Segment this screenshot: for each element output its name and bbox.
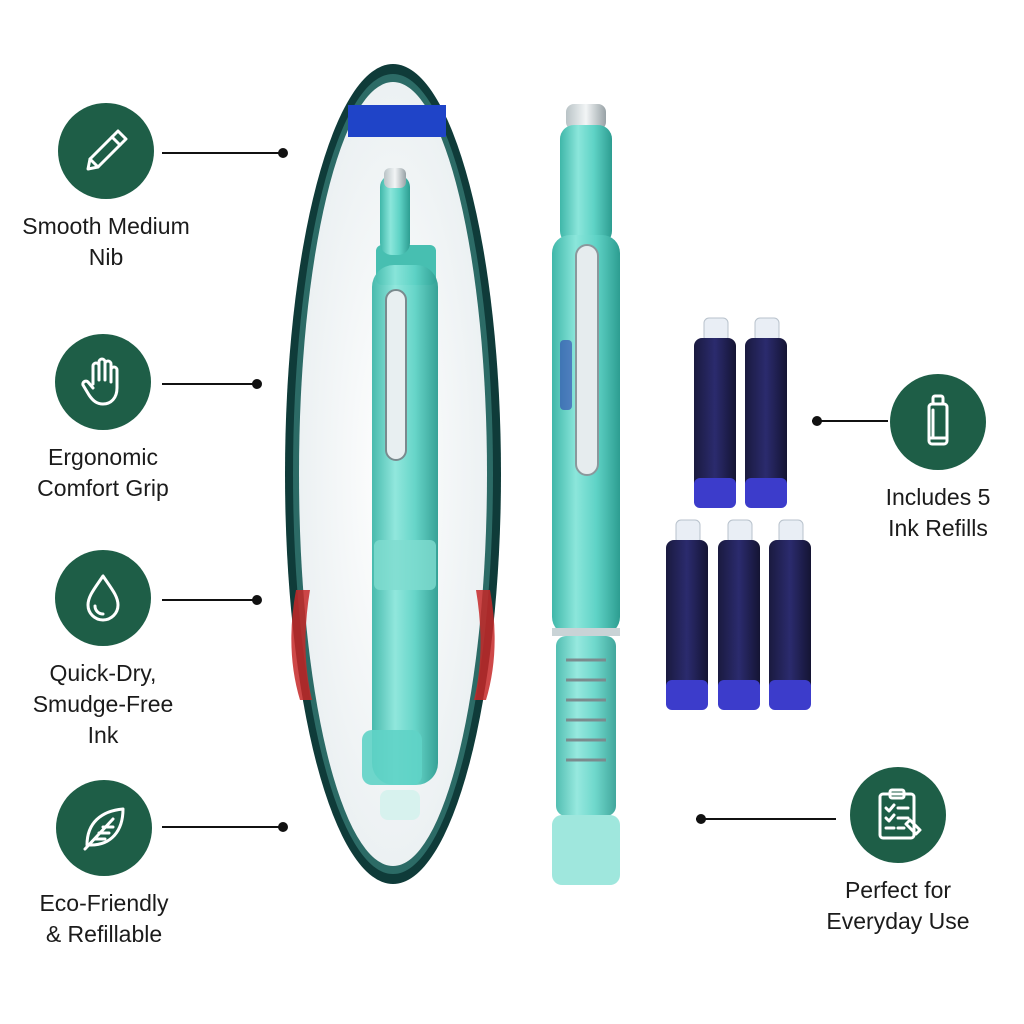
leaf-icon	[56, 780, 152, 876]
feature-quick-dry: Quick-Dry, Smudge-Free Ink	[3, 550, 203, 751]
feature-label: Ergonomic Comfort Grip	[37, 444, 169, 501]
drop-icon	[55, 550, 151, 646]
connector-line	[162, 595, 262, 605]
connector-line	[162, 822, 288, 832]
clipboard-icon	[850, 767, 946, 863]
feature-label: Smooth Medium Nib	[22, 213, 190, 270]
pen-icon	[58, 103, 154, 199]
pen-package	[285, 64, 501, 884]
connector-line	[162, 148, 288, 158]
feature-label: Quick-Dry, Smudge-Free Ink	[32, 660, 174, 748]
feature-smooth-nib: Smooth Medium Nib	[6, 103, 206, 273]
feature-eco-friendly: Eco-Friendly & Refillable	[4, 780, 204, 950]
fountain-pen	[552, 104, 620, 885]
feature-label: Includes 5 Ink Refills	[885, 484, 991, 541]
ink-cartridges	[666, 317, 811, 710]
feature-ink-refills: Includes 5 Ink Refills	[838, 374, 1024, 544]
connector-line	[696, 814, 836, 824]
feature-everyday-use: Perfect for Everyday Use	[798, 767, 998, 937]
connector-line	[812, 416, 888, 426]
connector-line	[162, 379, 262, 389]
feature-comfort-grip: Ergonomic Comfort Grip	[3, 334, 203, 504]
feature-label: Perfect for Everyday Use	[826, 877, 970, 934]
hand-icon	[55, 334, 151, 430]
cartridge-icon	[890, 374, 986, 470]
feature-label: Eco-Friendly & Refillable	[39, 890, 169, 947]
